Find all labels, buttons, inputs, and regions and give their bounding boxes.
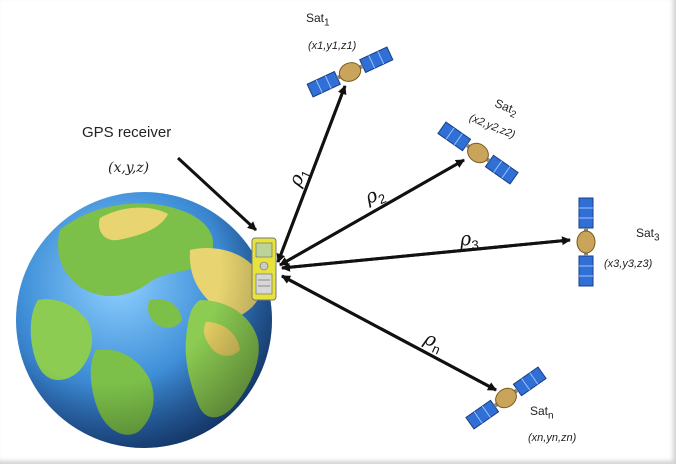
range-arrows bbox=[176, 85, 571, 392]
arrow-rho-2-back bbox=[279, 158, 465, 267]
satellite-2-icon bbox=[437, 121, 519, 185]
satellite-n-icon bbox=[465, 366, 547, 430]
sat-n-coords: (xn,yn,zn) bbox=[528, 432, 577, 444]
sat-n-name: Satn bbox=[530, 404, 554, 422]
arrow-rho-n-back bbox=[281, 274, 497, 392]
satellite-3-icon bbox=[576, 197, 596, 287]
range-label-3: ρ3 bbox=[459, 227, 480, 253]
arrow-rho-1-back bbox=[276, 85, 347, 263]
receiver-title: GPS receiver bbox=[82, 124, 172, 141]
receiver-coords: (x,y,z) bbox=[108, 160, 150, 176]
satellite-1-icon bbox=[306, 46, 394, 98]
gps-receiver-device bbox=[251, 237, 277, 301]
sat-1-name: Sat1 bbox=[306, 11, 330, 29]
sat-3-name: Sat3 bbox=[636, 226, 660, 244]
sat-3-coords: (x3,y3,z3) bbox=[604, 258, 653, 270]
earth-globe bbox=[16, 192, 272, 448]
sat-1-coords: (x1,y1,z1) bbox=[308, 40, 357, 52]
arrow-rho-3-back bbox=[281, 238, 571, 272]
pointer-arrow-receiver bbox=[176, 156, 258, 232]
